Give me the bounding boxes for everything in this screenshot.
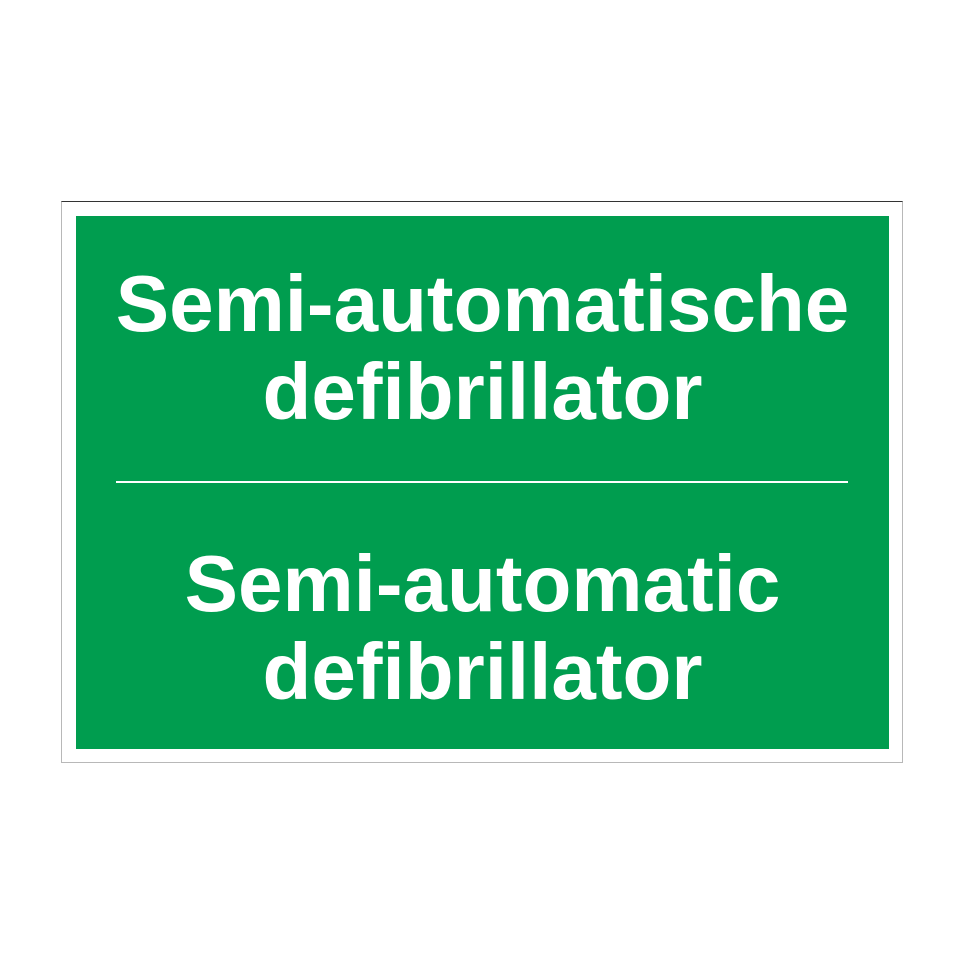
dutch-line-1: Semi-automatische [115, 259, 850, 348]
english-text: Semi-automatic defibrillator [76, 540, 889, 716]
english-line-2: defibrillator [262, 627, 703, 716]
divider [116, 481, 848, 483]
dutch-line-2: defibrillator [262, 347, 703, 436]
dutch-text: Semi-automatische defibrillator [76, 260, 889, 436]
english-line-1: Semi-automatic [184, 539, 781, 628]
